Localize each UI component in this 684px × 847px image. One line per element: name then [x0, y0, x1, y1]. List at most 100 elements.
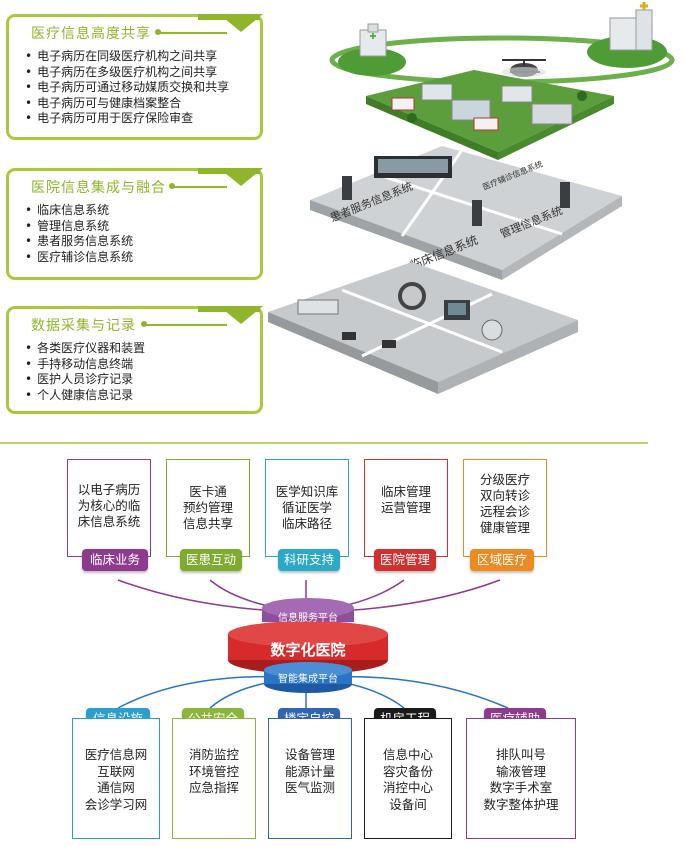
module-text-line: 运营管理: [380, 500, 431, 515]
list-item: 各类医疗仪器和装置: [25, 341, 145, 357]
module-text-line: 医疗信息网: [84, 747, 148, 762]
list-item: 电子病历在同级医疗机构之间共享: [25, 49, 229, 65]
module-text-line: 临床管理: [380, 484, 431, 499]
module-card-text: 临床管理 运营管理: [365, 484, 447, 516]
panel-title: 医院信息集成与融合: [31, 180, 166, 196]
hospital-layers-illustration: 患者服务信息系统 管理信息系统 临床信息系统 医疗辅诊信息系统: [268, 2, 675, 394]
module-text-line: 信息共享: [182, 516, 233, 531]
module-text-line: 输液管理: [495, 763, 546, 779]
module-card-infrastructure: 医疗信息网 互联网 通信网 会诊学习网: [72, 718, 160, 839]
module-text-line: 数字手术室: [489, 780, 553, 795]
module-label-patient: 医患互动: [180, 549, 242, 571]
list-item: 手持移动信息终端: [25, 357, 145, 373]
list-item: 临床信息系统: [25, 203, 133, 219]
panel-list: 各类医疗仪器和装置 手持移动信息终端 医护人员诊疗记录 个人健康信息记录: [25, 341, 145, 403]
regional-network-layer: [329, 2, 675, 85]
module-card-security: 消防监控 环境管控 应急指挥: [172, 718, 256, 839]
module-text-line: 消防监控: [188, 747, 239, 762]
hospital-building-icon: [359, 23, 387, 57]
module-card-server-room: 信息中心 容灾备份 消控中心 设备间: [364, 718, 452, 839]
module-text-line: 信息中心: [382, 747, 433, 762]
module-card-text: 医疗信息网 互联网 通信网 会诊学习网: [73, 747, 159, 813]
module-text-line: 数字整体护理: [483, 796, 559, 812]
panel-integration: 医院信息集成与融合 临床信息系统 管理信息系统 患者服务信息系统 医疗辅诊信息系…: [6, 168, 263, 280]
section-divider: [0, 442, 648, 444]
panel-title-dot: [155, 29, 161, 35]
module-card-patient: 医卡通 预约管理 信息共享: [166, 459, 250, 557]
module-text-line: 环境管控: [188, 763, 239, 779]
hospital-building-icon: [609, 2, 653, 51]
module-text-line: 消控中心: [382, 780, 433, 795]
panel-list: 临床信息系统 管理信息系统 患者服务信息系统 医疗辅诊信息系统: [25, 203, 133, 265]
helicopter-icon: [502, 59, 546, 77]
module-text-line: 医卡通: [189, 484, 227, 499]
module-card-text: 医卡通 预约管理 信息共享: [167, 484, 249, 532]
panel-title-line: [145, 324, 227, 326]
module-text-line: 远程会诊: [479, 504, 530, 519]
center-main-label: 数字化医院: [270, 641, 346, 659]
module-text-line: 健康管理: [479, 520, 530, 535]
module-label-management: 医院管理: [374, 549, 436, 571]
module-card-medical-aux: 排队叫号 输液管理 数字手术室 数字整体护理: [466, 718, 576, 839]
panel-corner-arrow-icon: [219, 168, 263, 186]
module-text-line: 排队叫号: [495, 747, 546, 762]
module-text-line: 双向转诊: [479, 488, 530, 503]
panel-list: 电子病历在同级医疗机构之间共享 电子病历在多级医疗机构之间共享 电子病历可通过移…: [25, 49, 229, 127]
list-item: 电子病历可通过移动媒质交换和共享: [25, 80, 229, 96]
module-text-line: 分级医疗: [479, 472, 530, 487]
panel-info-sharing: 医疗信息高度共享 电子病历在同级医疗机构之间共享 电子病历在多级医疗机构之间共享…: [6, 14, 263, 140]
module-text-line: 通信网: [97, 780, 135, 795]
module-text-line: 应急指挥: [188, 780, 239, 795]
module-text-line: 以电子病历: [77, 482, 141, 497]
module-text-line: 床信息系统: [77, 514, 141, 529]
list-item: 电子病历可用于医疗保险审查: [25, 111, 229, 127]
module-card-building: 设备管理 能源计量 医气监测: [268, 718, 352, 839]
module-card-text: 以电子病历 为核心的临 床信息系统: [68, 482, 150, 530]
module-text-line: 为核心的临: [77, 498, 141, 513]
digital-hospital-hub: [228, 598, 388, 693]
module-card-text: 消防监控 环境管控 应急指挥: [173, 747, 255, 797]
module-text-line: 循证医学: [281, 500, 332, 515]
panel-title-line: [159, 32, 227, 34]
panel-title: 医疗信息高度共享: [31, 26, 151, 42]
module-card-text: 信息中心 容灾备份 消控中心 设备间: [365, 747, 451, 813]
module-text-line: 设备间: [389, 796, 427, 812]
module-card-text: 医学知识库 循证医学 临床路径: [266, 484, 348, 532]
panel-title: 数据采集与记录: [31, 318, 136, 334]
module-card-regional: 分级医疗 双向转诊 远程会诊 健康管理: [463, 459, 547, 557]
module-card-clinical: 以电子病历 为核心的临 床信息系统: [67, 459, 151, 557]
center-top-label: 信息服务平台: [278, 613, 338, 624]
panel-title-dot: [141, 321, 147, 327]
list-item: 患者服务信息系统: [25, 234, 133, 250]
module-label-research: 科研支持: [278, 549, 340, 571]
module-text-line: 设备管理: [284, 747, 335, 762]
list-item: 电子病历在多级医疗机构之间共享: [25, 65, 229, 81]
module-text-line: 容灾备份: [382, 763, 433, 779]
module-card-text: 分级医疗 双向转诊 远程会诊 健康管理: [464, 472, 546, 536]
module-text-line: 医学知识库: [275, 484, 339, 499]
module-text-line: 医气监测: [284, 780, 335, 795]
list-item: 医疗辅诊信息系统: [25, 250, 133, 266]
module-card-text: 设备管理 能源计量 医气监测: [269, 747, 351, 797]
module-text-line: 预约管理: [182, 500, 233, 515]
list-item: 医护人员诊疗记录: [25, 372, 145, 388]
module-card-management: 临床管理 运营管理: [364, 459, 448, 557]
list-item: 个人健康信息记录: [25, 388, 145, 404]
module-label-regional: 区域医疗: [470, 549, 534, 571]
list-item: 电子病历可与健康档案整合: [25, 96, 229, 112]
panel-title-line: [173, 186, 227, 188]
module-text-line: 会诊学习网: [84, 796, 148, 812]
module-text-line: 互联网: [97, 763, 135, 779]
panel-title-dot: [169, 183, 175, 189]
module-text-line: 临床路径: [281, 516, 332, 531]
module-card-research: 医学知识库 循证医学 临床路径: [265, 459, 349, 557]
list-item: 管理信息系统: [25, 219, 133, 235]
panel-corner-arrow-icon: [219, 306, 263, 324]
hospital-campus-layer: [366, 70, 614, 160]
information-system-layer: 患者服务信息系统 管理信息系统 临床信息系统 医疗辅诊信息系统: [310, 146, 622, 280]
module-label-clinical: 临床业务: [82, 549, 148, 571]
medical-equipment-layer: [268, 262, 578, 394]
panel-data-collection: 数据采集与记录 各类医疗仪器和装置 手持移动信息终端 医护人员诊疗记录 个人健康…: [6, 306, 263, 414]
panel-corner-arrow-icon: [219, 14, 263, 32]
center-bottom-label: 智能集成平台: [278, 674, 338, 685]
